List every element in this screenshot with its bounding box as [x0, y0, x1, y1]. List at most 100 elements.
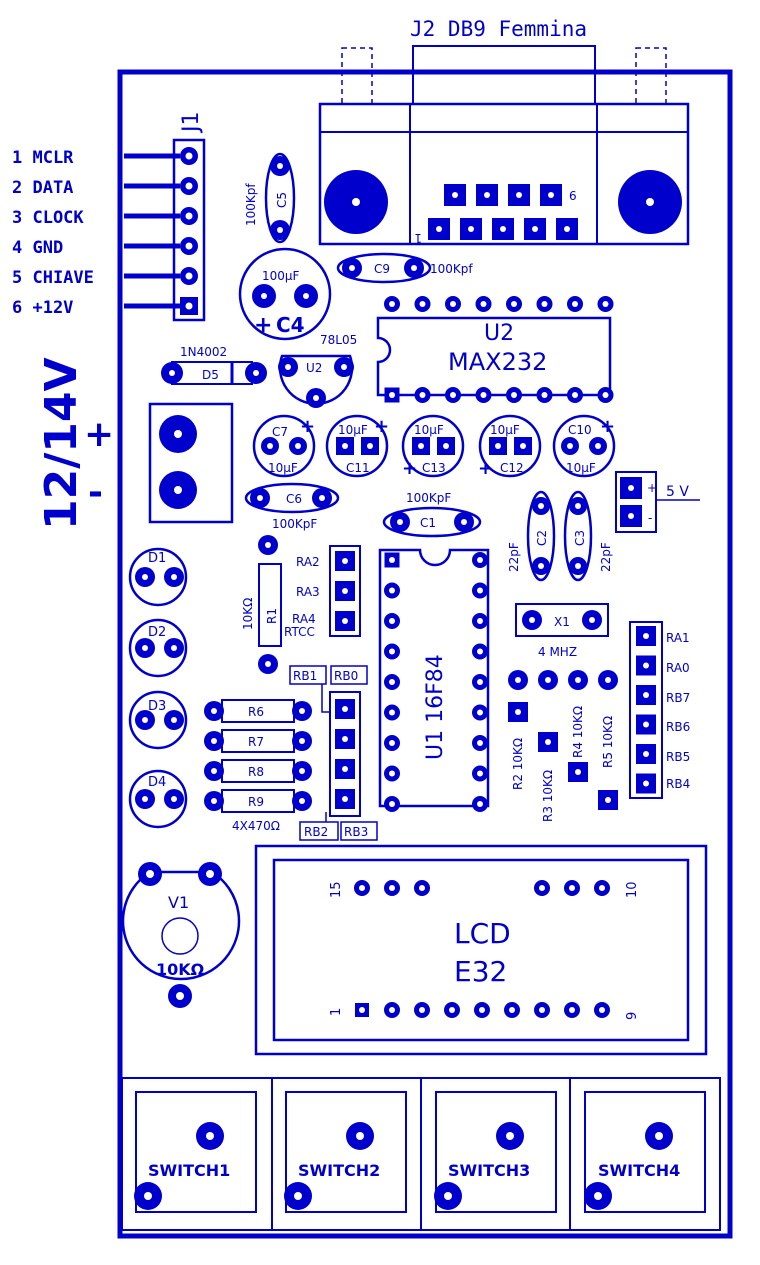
resistor-r6: R6	[204, 699, 312, 723]
jumper-label: 5 V	[666, 484, 689, 500]
pullup-resistors: R2 10KΩ R3 10KΩ R4 10KΩ R5 10KΩ	[508, 670, 618, 822]
lcd-pin10: 10	[625, 881, 640, 898]
lcd-pin9: 9	[625, 1012, 640, 1020]
switch-4: SWITCH4	[584, 1091, 706, 1213]
lcd-line1: LCD	[454, 917, 511, 950]
capacitor-c7: C7 10µF +	[252, 414, 316, 478]
right-header-label: RB7	[666, 691, 690, 705]
right-header-label: RB5	[666, 750, 690, 764]
r9-label: R9	[248, 795, 264, 809]
db9-pin6-label: 6	[569, 189, 577, 203]
j1-pin-label: 6 +12V	[12, 298, 73, 318]
u2-type: MAX232	[448, 348, 547, 376]
trimmer-v1: V1 10KΩ	[121, 862, 241, 1008]
r2-label: R2 10KΩ	[511, 738, 525, 790]
right-header: RA1 RA0 RB7 RB6 RB5 RB4	[629, 621, 690, 799]
ra-label: RA3	[296, 585, 320, 599]
jumper-minus: -	[648, 511, 652, 525]
j1-pin-label: 1 MCLR	[12, 148, 74, 168]
led-d4: D4	[128, 769, 188, 829]
c4-plus: +	[254, 313, 272, 338]
switch-label: SWITCH1	[148, 1161, 230, 1180]
capacitor-c13: 10µF C13 +	[401, 414, 465, 479]
lcd-pin1: 1	[329, 1008, 344, 1016]
capacitor-c12: 10µF C12 +	[478, 414, 542, 479]
db9-pin1-label: 1	[414, 231, 422, 245]
lcd-module: LCD E32 15 10 1 9	[254, 844, 708, 1056]
c4-label: C4	[276, 313, 305, 337]
led-label: D3	[148, 699, 166, 714]
j1-pin-label: 4 GND	[12, 238, 63, 258]
jumper-5v: + - 5 V	[615, 471, 700, 533]
switch-label: SWITCH2	[298, 1161, 380, 1180]
ic-u2-max232: U2 MAX232	[376, 316, 612, 397]
c3-value: 22pF	[599, 542, 613, 572]
regulator-label: U2	[306, 361, 322, 375]
regulator-type: 78L05	[320, 333, 357, 347]
c2-value: 22pF	[507, 542, 521, 572]
c9-value: 100Kpf	[430, 262, 473, 276]
c5-label: C5	[275, 192, 289, 208]
svg-text:+: +	[600, 416, 615, 437]
c7-label: C7	[272, 425, 288, 439]
capacitor-c9: C9 100Kpf	[336, 252, 473, 284]
c10-label: C10	[568, 423, 592, 437]
jumper-plus: +	[647, 481, 657, 495]
c5-value: 100Kpf	[244, 183, 258, 226]
c10-value: 10µF	[566, 461, 596, 475]
j1-pin-label: 5 CHIAVE	[12, 268, 94, 288]
capacitor-c11: 10µF C11 +	[325, 414, 389, 478]
r4-label: R4 10KΩ	[571, 706, 585, 758]
resistor-network-label: 4X470Ω	[232, 819, 280, 833]
ra-label: RA2	[296, 555, 320, 569]
c12-label: C12	[500, 461, 524, 475]
db9-title: J2 DB9 Femmina	[410, 17, 587, 41]
led-d3: D3	[128, 690, 188, 750]
trimmer-value: 10KΩ	[156, 960, 205, 979]
r5-label: R5 10KΩ	[601, 716, 615, 768]
rb3-label: RB3	[344, 825, 368, 839]
capacitor-c6: C6 100KpF	[244, 482, 340, 531]
c1-value: 100KpF	[406, 491, 451, 505]
capacitor-c5: C5 100Kpf	[244, 152, 296, 244]
power-terminal	[148, 402, 234, 524]
capacitor-c4: 100µF + C4	[238, 247, 332, 341]
trimmer-label: V1	[168, 893, 189, 912]
right-header-label: RB6	[666, 720, 690, 734]
r8-label: R8	[248, 765, 264, 779]
right-header-label: RB4	[666, 777, 690, 791]
led-label: D2	[148, 625, 166, 640]
regulator-u2: 78L05 U2	[278, 333, 357, 408]
svg-text:+: +	[374, 416, 389, 437]
resistor-r8: R8	[204, 759, 312, 783]
ra-label: RTCC	[284, 625, 315, 639]
u2-pins	[384, 296, 614, 403]
ra-label: RA4	[292, 612, 316, 626]
c11-label: C11	[346, 461, 370, 475]
u2-label: U2	[484, 321, 514, 346]
c9-label: C9	[374, 262, 390, 276]
board-outline	[117, 69, 733, 1239]
j1-pin-label: 3 CLOCK	[12, 208, 84, 228]
d5-type: 1N4002	[180, 345, 227, 359]
led-d2: D2	[128, 618, 188, 678]
power-voltage-label: 12/14V	[36, 357, 87, 530]
resistor-r9: R9	[204, 789, 312, 813]
switch-label: SWITCH3	[448, 1161, 530, 1180]
j1-pin-labels: 1 MCLR 2 DATA 3 CLOCK 4 GND 5 CHIAVE 6 +…	[12, 148, 94, 318]
db9-pins-bottom	[428, 218, 578, 240]
r1-label: R1	[265, 608, 279, 624]
capacitor-c10: C10 10µF +	[552, 414, 616, 478]
switch-area	[121, 1077, 721, 1231]
rb2-label: RB2	[304, 825, 328, 839]
c6-value: 100KpF	[272, 517, 317, 531]
d5-label: D5	[202, 368, 219, 382]
crystal-x1: X1 4 MHZ	[515, 603, 609, 659]
power-plus-label: +	[84, 414, 114, 455]
led-label: D1	[148, 551, 166, 566]
lcd-pins	[354, 880, 610, 1018]
x1-label: X1	[554, 615, 570, 629]
svg-text:+: +	[478, 458, 493, 479]
c3-label: C3	[573, 530, 587, 546]
